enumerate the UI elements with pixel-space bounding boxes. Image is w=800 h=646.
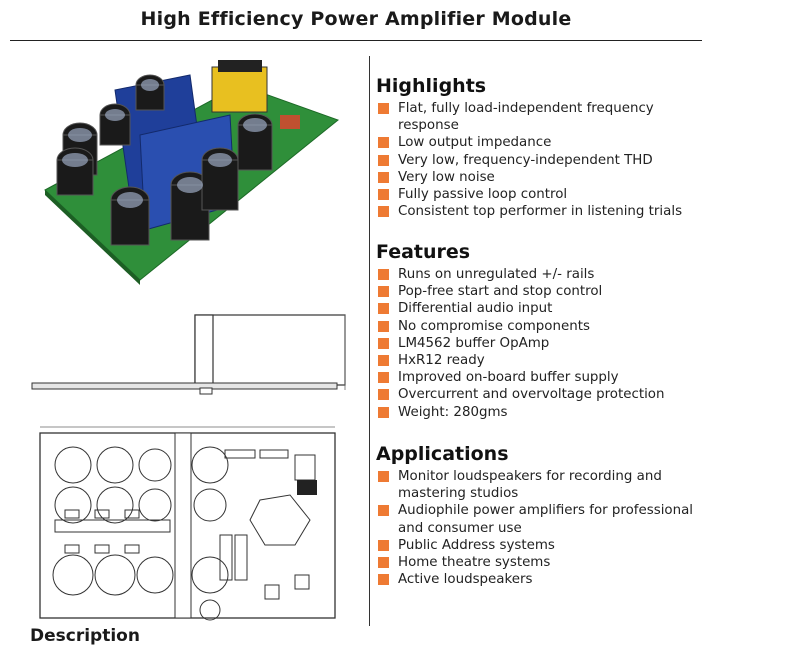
bullet-square-icon xyxy=(378,206,389,218)
side-view-drawing xyxy=(31,314,346,395)
features-list: Runs on unregulated +/- rails Pop-free s… xyxy=(376,266,664,421)
bullet-square-icon xyxy=(378,137,389,149)
list-item: Fully passive loop control xyxy=(376,186,706,203)
features-section: Features Runs on unregulated +/- rails P… xyxy=(376,240,664,421)
document-title: High Efficiency Power Amplifier Module xyxy=(140,8,572,30)
bullet-square-icon xyxy=(378,574,389,586)
features-heading: Features xyxy=(376,241,471,263)
applications-section: Applications Monitor loudspeakers for re… xyxy=(376,442,706,588)
list-item: Very low, frequency-independent THD xyxy=(376,152,706,169)
list-item: Pop-free start and stop control xyxy=(376,283,664,300)
list-item: Audiophile power amplifiers for professi… xyxy=(376,502,706,536)
bullet-square-icon xyxy=(378,389,389,401)
bullet-square-icon xyxy=(378,154,389,166)
list-item: Monitor loudspeakers for recording and m… xyxy=(376,468,706,502)
list-item: Low output impedance xyxy=(376,134,706,151)
list-item: No compromise components xyxy=(376,318,664,335)
highlights-list: Flat, fully load-independent frequency r… xyxy=(376,100,706,220)
bullet-square-icon xyxy=(378,171,389,183)
list-item: Active loudspeakers xyxy=(376,571,706,588)
title-divider xyxy=(10,40,702,41)
amplifier-module-photo xyxy=(44,60,340,285)
bullet-square-icon xyxy=(378,406,389,418)
pcb-chip xyxy=(297,480,317,495)
list-item: Public Address systems xyxy=(376,537,706,554)
list-item: Home theatre systems xyxy=(376,554,706,571)
description-heading: Description xyxy=(30,626,140,646)
column-divider xyxy=(369,56,370,626)
list-item: Overcurrent and overvoltage protection xyxy=(376,386,664,403)
applications-heading: Applications xyxy=(376,443,509,465)
bullet-square-icon xyxy=(378,471,389,482)
bullet-square-icon xyxy=(378,337,389,349)
bullet-square-icon xyxy=(378,103,389,114)
highlights-section: Highlights Flat, fully load-independent … xyxy=(376,74,706,220)
bullet-square-icon xyxy=(378,303,389,315)
highlights-heading: Highlights xyxy=(376,75,487,97)
list-item: Flat, fully load-independent frequency r… xyxy=(376,100,706,134)
bullet-square-icon xyxy=(378,355,389,367)
list-item: Differential audio input xyxy=(376,300,664,317)
applications-list: Monitor loudspeakers for recording and m… xyxy=(376,468,706,588)
bullet-square-icon xyxy=(378,539,389,551)
bullet-square-icon xyxy=(378,286,389,298)
list-item: LM4562 buffer OpAmp xyxy=(376,335,664,352)
bullet-square-icon xyxy=(378,189,389,201)
list-item: Very low noise xyxy=(376,169,706,186)
list-item: Consistent top performer in listening tr… xyxy=(376,203,706,220)
bullet-square-icon xyxy=(378,372,389,384)
bullet-square-icon xyxy=(378,505,389,517)
output-inductor xyxy=(211,66,268,113)
list-item: HxR12 ready xyxy=(376,352,664,369)
top-view-drawing xyxy=(39,426,336,621)
list-item: Improved on-board buffer supply xyxy=(376,369,664,386)
bullet-square-icon xyxy=(378,269,389,280)
list-item: Runs on unregulated +/- rails xyxy=(376,266,664,283)
list-item: Weight: 280gms xyxy=(376,404,664,421)
bullet-square-icon xyxy=(378,320,389,332)
bullet-square-icon xyxy=(378,557,389,569)
